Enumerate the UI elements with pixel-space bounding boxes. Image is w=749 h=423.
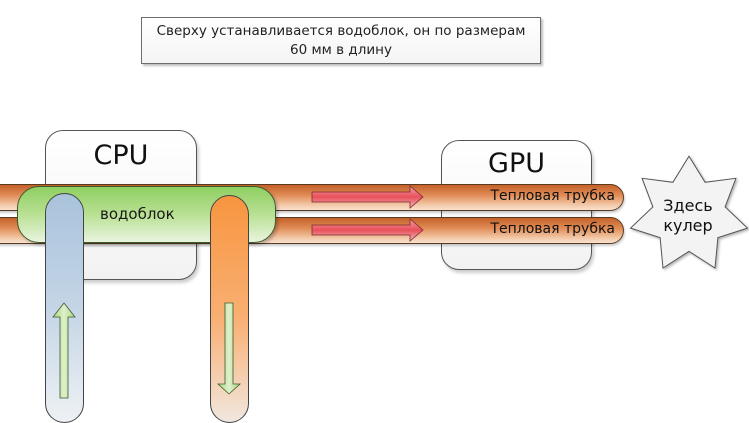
water-block-label: водоблок — [100, 205, 175, 223]
heat-pipe-label: Тепловая трубка — [490, 221, 615, 237]
cooler-star — [629, 155, 749, 269]
gpu-label: GPU — [488, 148, 545, 179]
cooler-label-line1: Здесь — [663, 196, 712, 215]
cooler-label-line2: кулер — [663, 216, 712, 235]
description-text: Сверху устанавливается водоблок, он по р… — [156, 22, 526, 58]
water-flow-down-arrow — [216, 302, 242, 395]
description-note: Сверху устанавливается водоблок, он по р… — [141, 17, 541, 64]
heat-pipe-label: Тепловая трубка — [490, 188, 615, 204]
diagram-overlay: Здесь кулер — [52, 155, 749, 399]
cpu-label: CPU — [93, 140, 149, 171]
water-flow-up-arrow — [52, 302, 76, 399]
heat-flow-arrow-2 — [311, 218, 424, 242]
heat-flow-arrow-1 — [311, 185, 424, 209]
